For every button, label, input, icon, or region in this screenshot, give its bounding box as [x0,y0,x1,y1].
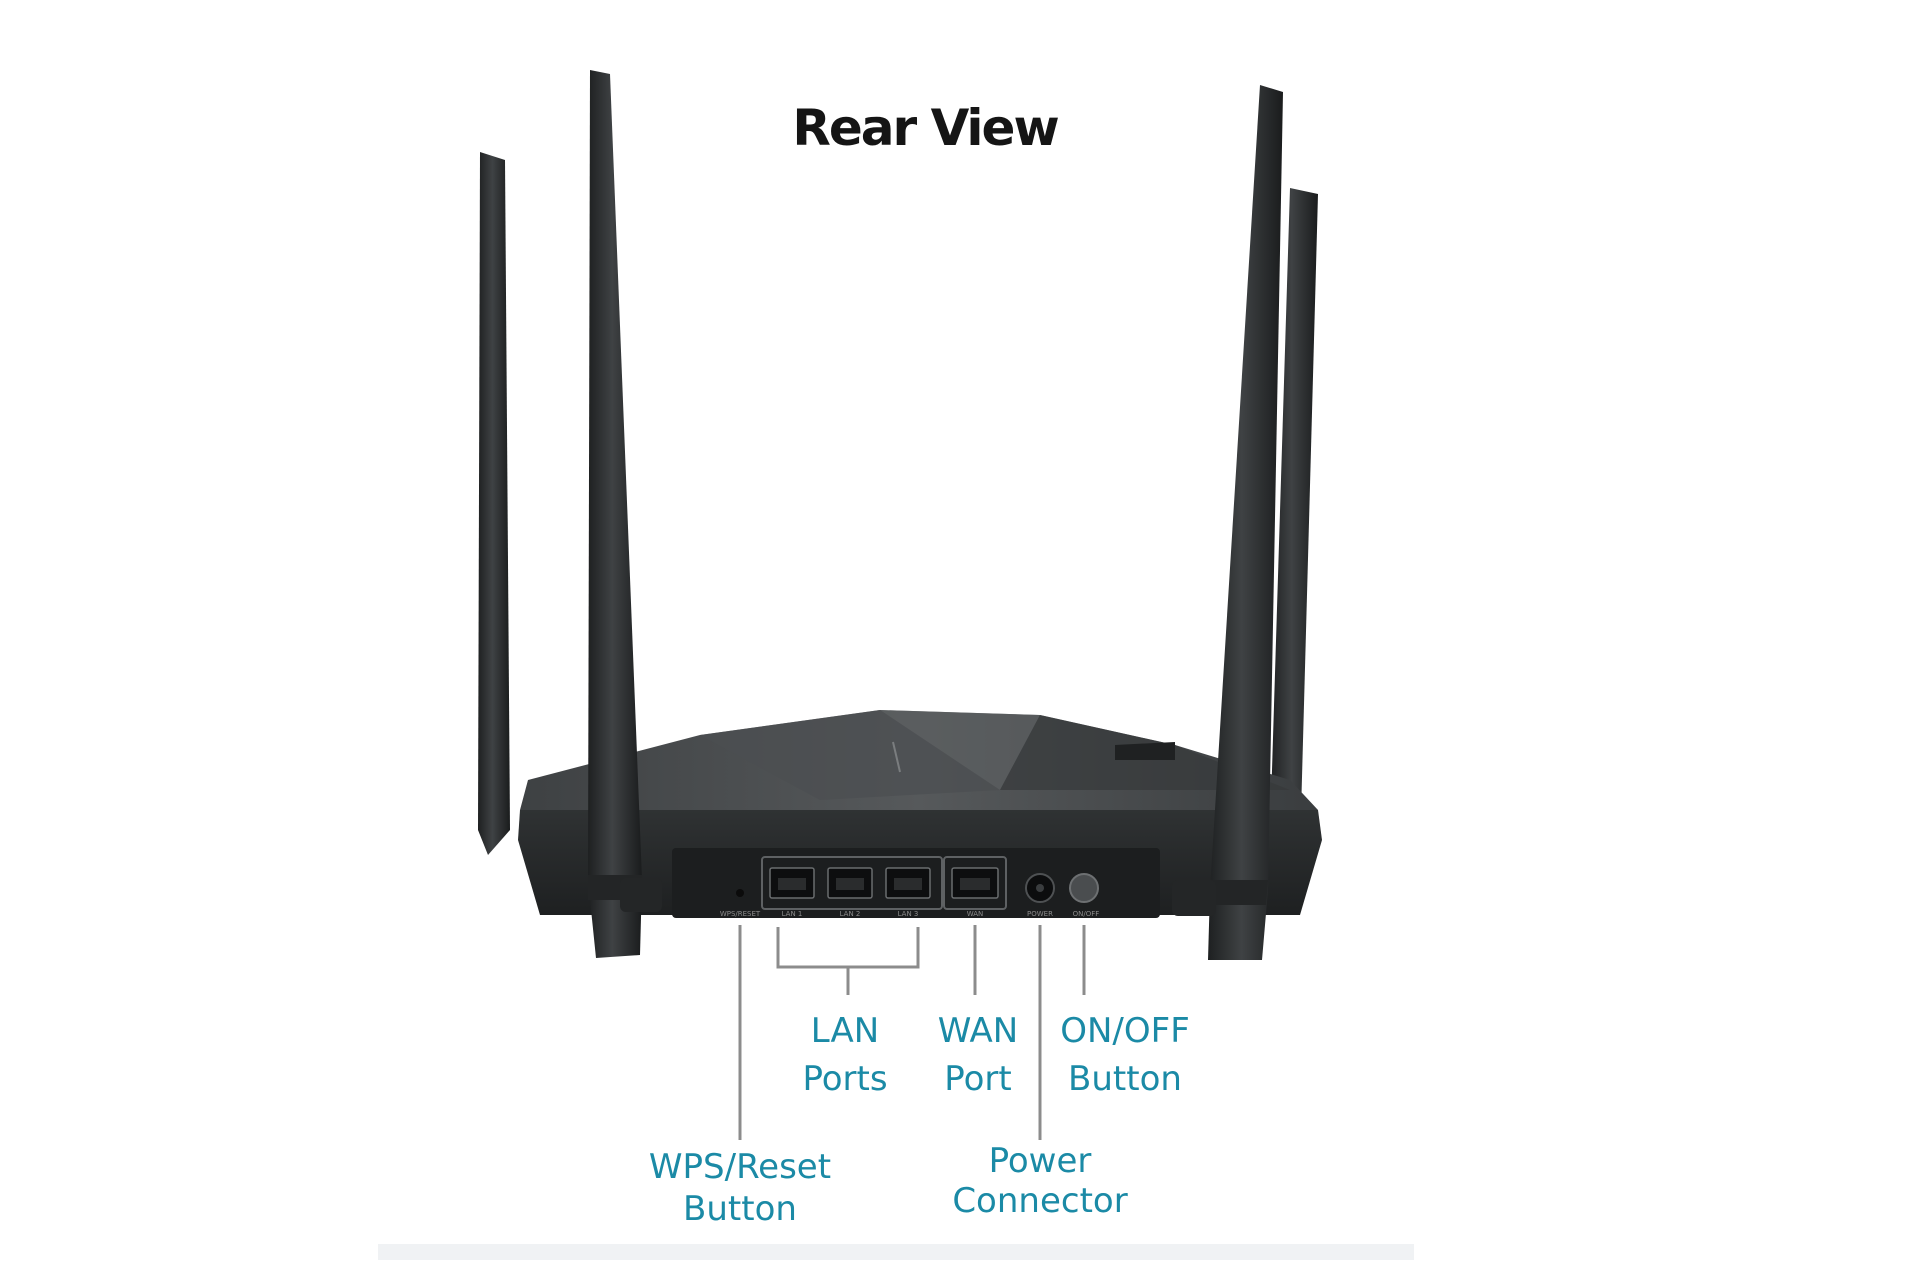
antenna-back-left [478,152,510,855]
power-port-label: POWER [1027,910,1053,918]
lan-port-3 [885,867,931,899]
power-label-line1: Power [989,1141,1092,1181]
antenna-front-right [1172,85,1283,960]
onoff-port-label: ON/OFF [1073,910,1100,918]
lan2-port-label: LAN 2 [840,910,861,918]
lan1-port-label: LAN 1 [782,910,803,918]
on-off-button [1069,873,1099,903]
wan-label-line2: Port [944,1059,1011,1099]
router-body [518,710,1322,918]
lan-leader [776,927,920,995]
port-panel: WPS/RESET LAN 1 LAN 2 LAN 3 WAN [720,856,1100,918]
wan-port [951,867,999,899]
callout-lan: LAN Ports [802,1011,887,1099]
lan3-port-label: LAN 3 [898,910,919,918]
wps-port-label: WPS/RESET [720,910,761,918]
footer-bar [378,1244,1414,1260]
lan-port-2 [827,867,873,899]
lan-port-1 [769,867,815,899]
callout-onoff: ON/OFF Button [1060,1011,1190,1099]
antenna-back-right [1270,188,1318,860]
antenna-front-left [588,70,662,958]
lan-label-line1: LAN [811,1011,879,1051]
wan-port-label: WAN [967,910,984,918]
power-connector [1025,873,1055,903]
diagram-title: Rear View [792,99,1058,157]
callout-wps: WPS/Reset Button [649,1147,831,1229]
leader-lines [738,925,1086,1140]
power-label-line2: Connector [952,1181,1127,1221]
callout-power: Power Connector [952,1141,1127,1221]
onoff-label-line1: ON/OFF [1060,1011,1190,1051]
callout-wan: WAN Port [938,1011,1018,1099]
onoff-label-line2: Button [1068,1059,1182,1099]
wps-reset-hole [736,889,744,897]
wps-label-line2: Button [683,1189,797,1229]
wan-label-line1: WAN [938,1011,1018,1051]
lan-label-line2: Ports [802,1059,887,1099]
wps-label-line1: WPS/Reset [649,1147,831,1187]
